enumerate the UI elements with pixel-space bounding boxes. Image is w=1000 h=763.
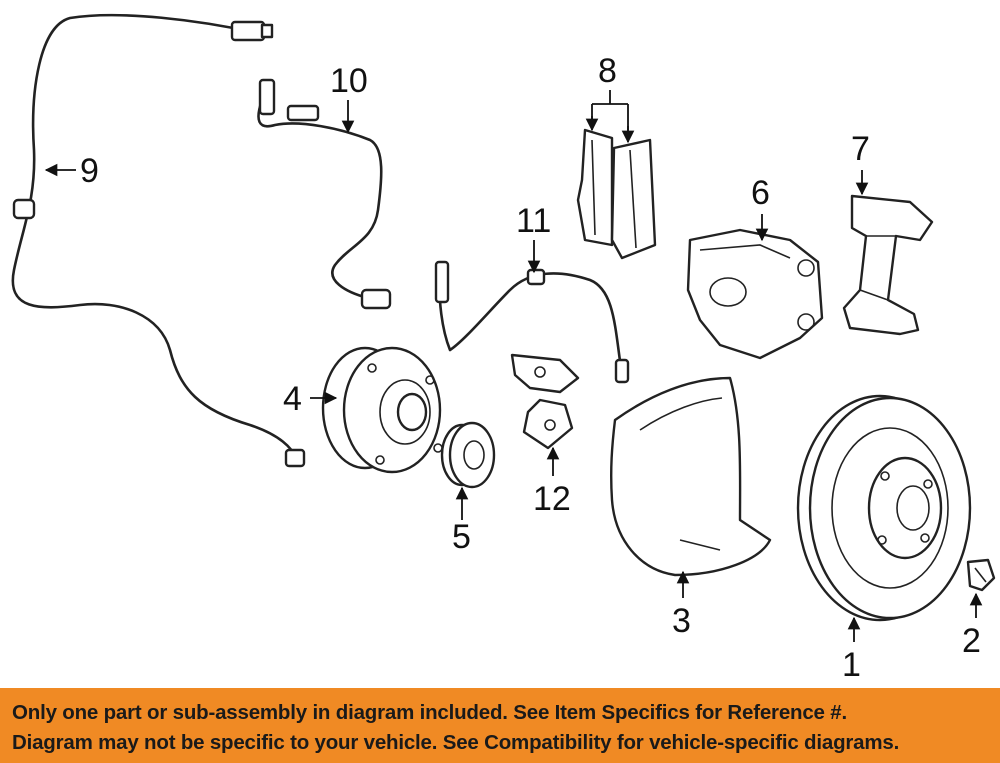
part-12-bracket [510, 353, 580, 450]
part-2-screw [966, 558, 996, 592]
part-4-wheel-hub [321, 346, 443, 474]
callout-10: 10 [330, 62, 368, 100]
callout-5: 5 [452, 518, 471, 556]
callout-labels: 1 2 3 4 5 6 7 8 9 10 11 12 [80, 52, 981, 684]
callout-7: 7 [851, 130, 870, 168]
callout-1: 1 [842, 646, 861, 684]
callout-8: 8 [598, 52, 617, 90]
brake-parts-diagram: 1 2 3 4 5 6 7 8 9 10 11 12 [11, 13, 996, 684]
callout-6: 6 [751, 174, 770, 212]
part-7-caliper-bracket [842, 194, 934, 336]
callout-9: 9 [80, 152, 99, 190]
part-11-brake-hose [434, 260, 630, 384]
disclaimer-line-1: Only one part or sub-assembly in diagram… [12, 701, 847, 724]
part-6-brake-caliper [686, 228, 824, 360]
part-8-brake-pads [576, 128, 657, 260]
callout-3: 3 [672, 602, 691, 640]
callout-4: 4 [283, 380, 302, 418]
part-3-splash-shield [610, 376, 772, 577]
disclaimer-banner: Only one part or sub-assembly in diagram… [0, 688, 1000, 763]
callout-11: 11 [516, 202, 551, 240]
disclaimer-line-2: Diagram may not be specific to your vehi… [12, 731, 900, 754]
part-10-pad-wear-sensor [257, 78, 392, 310]
callout-12: 12 [533, 480, 571, 518]
part-1-brake-rotor [796, 394, 972, 622]
part-5-ring [440, 421, 496, 489]
leader-lines [44, 90, 983, 642]
part-9-sensor-wire [11, 13, 306, 468]
callout-2: 2 [962, 622, 981, 660]
